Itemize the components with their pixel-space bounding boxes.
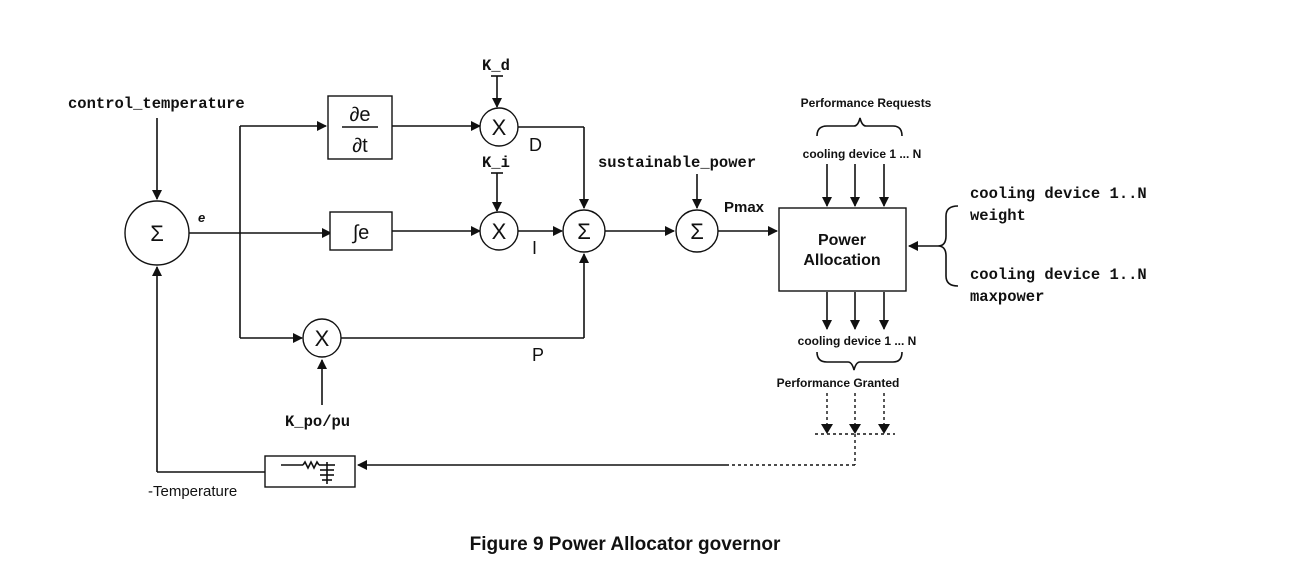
performance-requests-label: Performance Requests xyxy=(801,96,932,110)
thermal-model-block xyxy=(264,455,356,488)
maxpower-label-2: maxpower xyxy=(970,288,1044,306)
performance-granted-label: Performance Granted xyxy=(777,376,900,390)
dashed-arrowhead-2 xyxy=(849,424,861,434)
pmax-label: Pmax xyxy=(724,199,765,216)
k-i-label: K_i xyxy=(482,154,510,172)
integral-multiplier-symbol: X xyxy=(492,219,507,244)
integral-symbol: ∫e xyxy=(352,222,370,244)
derivative-denominator: ∂t xyxy=(352,135,368,157)
control-temperature-label: control_temperature xyxy=(68,95,245,113)
sustainable-power-label: sustainable_power xyxy=(598,154,756,172)
power-allocation-block xyxy=(778,207,907,292)
maxpower-label-1: cooling device 1..N xyxy=(970,266,1147,284)
integral-block xyxy=(329,211,393,251)
figure-caption: Figure 9 Power Allocator governor xyxy=(470,534,781,555)
proportional-multiplier-symbol: X xyxy=(315,326,330,351)
power-allocation-title-2: Allocation xyxy=(803,252,880,269)
weight-label-1: cooling device 1..N xyxy=(970,185,1147,203)
p-signal-label: P xyxy=(532,345,544,365)
performance-requests-brace xyxy=(816,117,903,137)
k-d-label: K_d xyxy=(482,57,510,75)
performance-granted-brace xyxy=(816,351,903,371)
derivative-multiplier-symbol: X xyxy=(492,115,507,140)
k-po-pu-label: K_po/pu xyxy=(285,413,350,431)
temperature-label: -Temperature xyxy=(148,483,237,500)
cooling-device-in-label: cooling device 1 ... N xyxy=(803,147,922,161)
dashed-arrowhead-1 xyxy=(821,424,833,434)
error-sum-symbol: Σ xyxy=(150,221,164,246)
i-signal-label: I xyxy=(532,238,537,258)
cooling-device-out-label: cooling device 1 ... N xyxy=(798,334,917,348)
settings-brace xyxy=(937,205,959,287)
derivative-numerator: ∂e xyxy=(349,104,370,126)
error-signal-label: e xyxy=(198,210,205,225)
power-sum-symbol: Σ xyxy=(690,219,704,244)
dashed-arrowhead-3 xyxy=(878,424,890,434)
power-allocation-title-1: Power xyxy=(818,232,866,249)
thermal-rc-icon xyxy=(281,460,335,484)
d-signal-label: D xyxy=(529,135,542,155)
weight-label-2: weight xyxy=(970,207,1026,225)
pid-sum-symbol: Σ xyxy=(577,219,591,244)
